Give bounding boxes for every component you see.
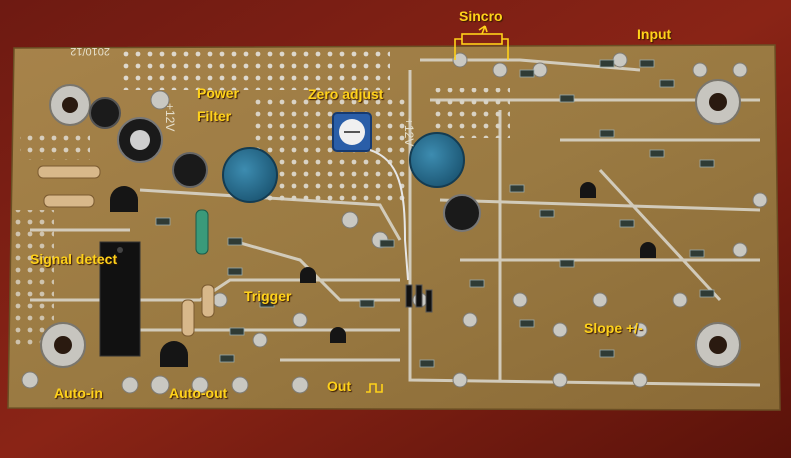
- hole-field: [14, 210, 54, 350]
- silkscreen-date: 2010/12: [70, 45, 110, 57]
- supply-label-right: +12V: [402, 118, 416, 146]
- hole-field: [250, 96, 410, 206]
- supply-label-left: +12V: [163, 103, 177, 131]
- blue-potentiometers: [222, 132, 465, 203]
- diodes: [405, 284, 433, 313]
- out-pulse-symbol: [366, 383, 383, 393]
- ic-chip: [99, 241, 141, 357]
- resistors: [37, 165, 215, 337]
- smd-components: [155, 59, 715, 368]
- jumper-wire: [369, 149, 409, 281]
- hole-field: [20, 130, 90, 160]
- sincro-switch-symbol: [454, 25, 509, 60]
- label-filter: Filter: [197, 108, 232, 124]
- label-input: Input: [637, 26, 672, 42]
- label-signal-detect: Signal detect: [30, 251, 118, 267]
- label-slope: Slope +/-: [584, 320, 643, 336]
- electrolytic-capacitors: [89, 97, 481, 232]
- label-auto-in: Auto-in: [54, 385, 103, 401]
- label-out: Out: [327, 378, 352, 394]
- label-power: Power: [197, 85, 240, 101]
- label-auto-out: Auto-out: [169, 385, 228, 401]
- transistors: [110, 182, 656, 367]
- hole-field: [430, 88, 510, 138]
- label-trigger: Trigger: [244, 288, 292, 304]
- solder-pads: [21, 52, 768, 395]
- label-sincro: Sincro: [459, 8, 503, 24]
- zero-adjust-trimmer: [332, 112, 372, 152]
- label-zero-adjust: Zero adjust: [308, 86, 384, 102]
- hole-field: [120, 48, 390, 90]
- mounting-holes: [40, 79, 741, 368]
